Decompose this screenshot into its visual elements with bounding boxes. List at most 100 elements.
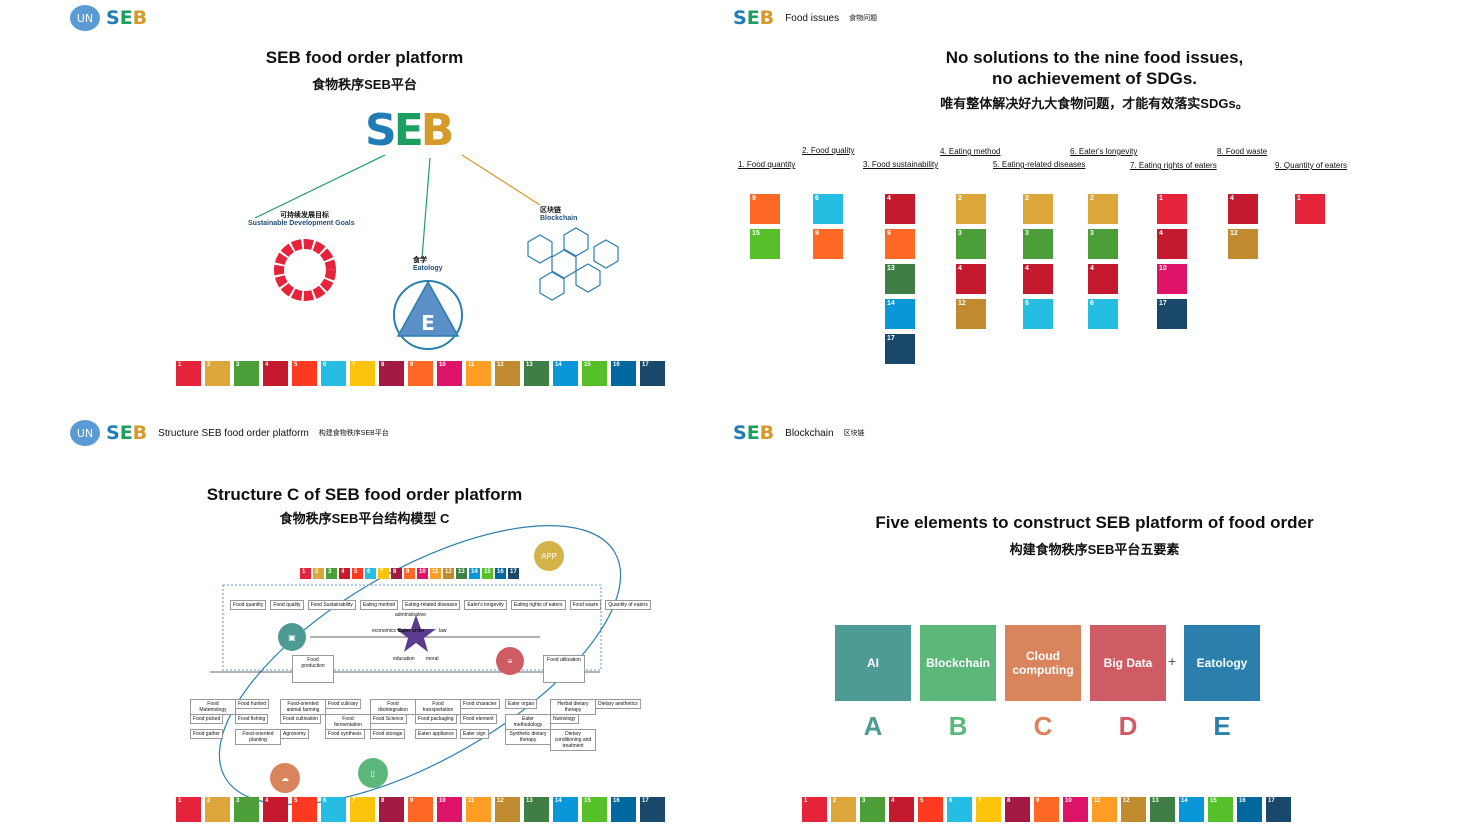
process-box: Synthetic dietary therapy <box>505 729 551 745</box>
plus-sign: + <box>1168 653 1177 669</box>
sdg-number: 4 <box>1230 195 1234 202</box>
sdg-number: 9 <box>815 230 819 237</box>
sdg-number: 4 <box>1159 230 1163 237</box>
issue-label: 5. Eating-related diseases <box>993 160 1086 169</box>
computer-icon: ▣ <box>278 623 306 651</box>
seb-logo: S E B <box>106 422 147 444</box>
sdg-1-tile: 1 <box>1157 194 1187 224</box>
sdg-11-tile: 11 <box>430 568 441 579</box>
app-icon: APP <box>534 541 564 571</box>
sdg-number: 4 <box>265 798 269 804</box>
sdg-11-tile: 11 <box>466 797 491 822</box>
sdg-number: 4 <box>891 798 895 804</box>
sdg-number: 15 <box>584 798 591 804</box>
sdg-1-tile: 1 <box>176 797 201 822</box>
issue-box: Food Sustainability <box>307 600 356 610</box>
process-box: Dietary aesthetics <box>595 699 641 709</box>
issue-label: 6. Eater's longevity <box>1070 147 1138 156</box>
process-box: Nutriology <box>550 714 579 724</box>
sdg-number: 1 <box>1297 195 1301 202</box>
sdg-6-tile: 6 <box>1088 299 1118 329</box>
process-box: Food transportation <box>415 699 461 715</box>
seb-big-logo: S E B <box>365 105 454 156</box>
un-emblem-icon: UN <box>70 420 100 446</box>
sdg-number: 14 <box>471 569 478 575</box>
slide-header: UN S E B Structure SEB food order platfo… <box>70 420 389 446</box>
sdg-17-tile: 17 <box>640 797 665 822</box>
issue-box: Food quality <box>270 600 304 610</box>
sdg-14-tile: 14 <box>1179 797 1204 822</box>
sdg-number: 10 <box>1159 265 1167 272</box>
sdg-number: 12 <box>1123 798 1130 804</box>
sdg-4-tile: 4 <box>889 797 914 822</box>
sdg-6-tile: 6 <box>321 361 346 386</box>
sdg-17-tile: 17 <box>1266 797 1291 822</box>
issue-box: Eater's longevity <box>464 600 507 610</box>
connector-lines: E <box>254 154 619 350</box>
issue-box: Eating rights of eaters <box>510 600 566 610</box>
sdg-10-tile: 10 <box>437 797 462 822</box>
sdg-number: 3 <box>1090 230 1094 237</box>
header-title-cn: 食物问题 <box>849 15 878 22</box>
sdg-2-tile: 2 <box>205 797 230 822</box>
sdg-2-tile: 2 <box>1023 194 1053 224</box>
process-box: Food storage <box>370 729 406 739</box>
sdg-5-tile: 5 <box>352 568 363 579</box>
food-utilization-box: Food utilization <box>543 655 585 683</box>
sdg-9-tile: 9 <box>408 361 433 386</box>
process-box: Eater methodology <box>505 714 551 730</box>
sdg-number: 3 <box>236 798 240 804</box>
sdg-number: 10 <box>439 362 446 368</box>
element-letter: D <box>1118 711 1138 741</box>
sdg-number: 12 <box>497 362 504 368</box>
element-letter: A <box>863 711 883 741</box>
sdg-number: 6 <box>1090 300 1094 307</box>
sdg-1-tile: 1 <box>300 568 311 579</box>
blockchain-label: 区块链 Blockchain <box>540 207 578 222</box>
page-subtitle: 唯有整体解决好九大食物问题，才能有效落实SDGs。 <box>940 96 1249 111</box>
sdg-wheel-icon <box>274 239 336 301</box>
sdg-number: 11 <box>1094 798 1101 804</box>
process-box: Dietary conditioning and treatment <box>550 729 596 751</box>
page-title: Five elements to construct SEB platform … <box>875 513 1314 532</box>
sdg-number: 4 <box>958 265 962 272</box>
sdg-number: 14 <box>555 362 562 368</box>
sdg-number: 15 <box>1210 798 1217 804</box>
sdg-5-tile: 5 <box>292 361 317 386</box>
sdg-9-tile: 9 <box>885 229 915 259</box>
sdg-4-tile: 4 <box>1228 194 1258 224</box>
issue-column: 1 <box>1295 194 1325 224</box>
sdg-number: 9 <box>887 230 891 237</box>
svg-text:E: E <box>421 311 435 335</box>
header-title: Blockchain <box>785 427 834 439</box>
sdg-12-tile: 12 <box>1121 797 1146 822</box>
blockchain-hexagons-icon <box>527 227 619 301</box>
sdg-13-tile: 13 <box>524 797 549 822</box>
sdg-12-tile: 12 <box>443 568 454 579</box>
sdg-7-tile: 7 <box>378 568 389 579</box>
sdg-13-tile: 13 <box>456 568 467 579</box>
sdg-number: 13 <box>1152 798 1159 804</box>
sdg-number: 16 <box>1239 798 1246 804</box>
sdg-number: 11 <box>432 569 439 575</box>
sdg-number: 10 <box>419 569 426 575</box>
sdg-number: 2 <box>207 798 211 804</box>
header-title-cn: 构建食物秩序SEB平台 <box>318 430 389 437</box>
sdg-number: 14 <box>887 300 895 307</box>
sdg-17-tile: 17 <box>1157 299 1187 329</box>
sdg-13-tile: 13 <box>885 264 915 294</box>
sdg-15-tile: 15 <box>482 568 493 579</box>
issue-box: Eating method <box>359 600 399 610</box>
sdg-number: 16 <box>613 798 620 804</box>
sdg-14-tile: 14 <box>885 299 915 329</box>
sdg-number: 1 <box>804 798 808 804</box>
sdg-number: 12 <box>958 300 966 307</box>
process-box: Eater sign <box>460 729 489 739</box>
issue-label: 2. Food quality <box>802 146 855 155</box>
sdg-5-tile: 5 <box>292 797 317 822</box>
process-box: Food-oriented animal farming <box>280 699 326 715</box>
process-box: Food fishing <box>235 714 269 724</box>
